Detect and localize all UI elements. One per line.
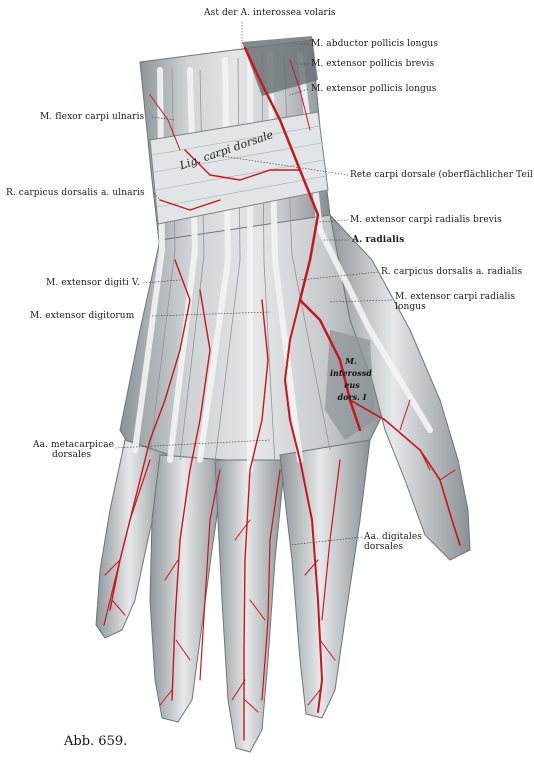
label-aa-digitales: Aa. digitales (364, 532, 422, 542)
finger-middle (214, 459, 286, 753)
label-aa-digitales-2: dorsales (364, 542, 404, 552)
leader-lines (114, 22, 393, 546)
label-abductor-pollicis-longus: M. abductor pollicis longus (311, 39, 439, 49)
arteries (103, 46, 461, 741)
label-r-carpicus-radialis: R. carpicus dorsalis a. radialis (381, 267, 523, 277)
muscle-overlay-3: eus (344, 380, 360, 390)
label-aa-metacarpicae: Aa. metacarpicae (33, 440, 115, 450)
label-flexor-carpi-ulnaris: M. flexor carpi ulnaris (40, 112, 145, 122)
label-a-radialis: A. radialis (352, 235, 405, 245)
label-extensor-digiti-v: M. extensor digiti V. (46, 278, 140, 288)
label-r-carpicus-ulnaris: R. carpicus dorsalis a. ulnaris (6, 188, 145, 198)
label-extensor-carpi-radialis-longus: M. extensor carpi radialis (395, 292, 516, 302)
label-extensor-carpi-radialis-longus-2: longus (395, 302, 426, 312)
label-extensor-carpi-radialis-brevis: M. extensor carpi radialis brevis (350, 215, 502, 225)
muscle-overlay-2: interossd (330, 368, 372, 378)
finger-index (279, 439, 371, 719)
finger-ring (149, 454, 226, 723)
muscle-overlay-4: dors. I (337, 392, 367, 402)
label-extensor-digitorum: M. extensor digitorum (30, 311, 135, 321)
label-extensor-pollicis-longus: M. extensor pollicis longus (311, 84, 437, 94)
label-aa-metacarpicae-2: dorsales (52, 450, 92, 460)
muscle-overlay-1: M. (345, 356, 357, 366)
label-ast-interossea: Ast der A. interossea volaris (204, 8, 336, 18)
label-extensor-pollicis-brevis: M. extensor pollicis brevis (311, 59, 435, 69)
label-rete-carpi-dorsale: Rete carpi dorsale (oberflächlicher Teil… (350, 170, 534, 180)
figure-caption: Abb. 659. (64, 734, 128, 749)
ligament-band (149, 111, 329, 225)
